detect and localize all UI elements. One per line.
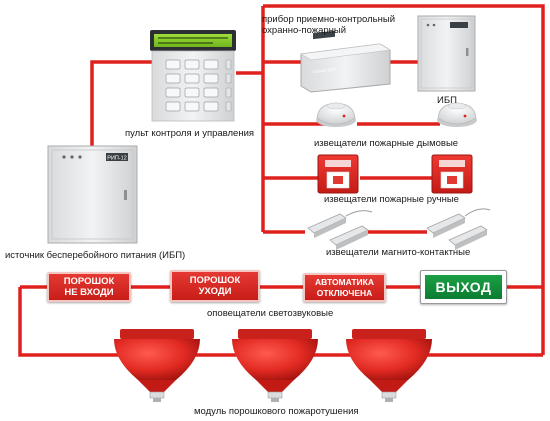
sign-exit-text: ВЫХОД (425, 275, 502, 299)
sign-3-line-1: АВТОМАТИКА (315, 276, 374, 287)
control-keypad (150, 30, 236, 122)
keypad-key (165, 73, 181, 84)
keypad-keys (165, 59, 232, 112)
keypad-key (165, 101, 181, 112)
sign-2-line-1: ПОРОШОК (189, 275, 241, 286)
panel-plate-text: Сигнал-20П (312, 67, 335, 74)
keypad-key (184, 73, 200, 84)
keypad-key (184, 59, 200, 70)
sign-exit: ВЫХОД (420, 270, 507, 304)
sign-automation-off: АВТОМАТИКА ОТКЛЮЧЕНА (303, 273, 386, 302)
smoke-detector-1 (316, 102, 356, 127)
keypad-key (203, 73, 219, 84)
powder-module-2 (232, 329, 318, 402)
ups-plate-text: РИП-12 (107, 156, 127, 162)
smoke-detector-2 (437, 102, 477, 127)
keypad-side-key (225, 101, 232, 112)
control-panel-device: Сигнал-20П (300, 30, 391, 93)
manual-call-points-label: извещатели пожарные ручные (324, 194, 459, 205)
smoke-detectors-label: извещатели пожарные дымовые (314, 138, 459, 149)
magnetic-contact-1 (307, 210, 373, 250)
keypad-key (203, 87, 219, 98)
ups-left-label: источник бесперебойного питания (ИБП) (5, 250, 186, 261)
powder-module-3 (346, 329, 432, 402)
sign-1-line-2: НЕ ВХОДИ (64, 287, 114, 298)
keypad-key (184, 101, 200, 112)
modules-label: модуль порошкового пожаротушения (194, 406, 359, 417)
panel-label: прибор приемно-контрольный охранно-пожар… (262, 14, 395, 36)
keypad-key (203, 59, 219, 70)
ups-right-label: ИБП (437, 95, 457, 106)
keypad-side-key (225, 59, 232, 70)
powder-module-1 (114, 329, 200, 402)
ups-cabinet-right (417, 15, 476, 92)
manual-call-point-1 (317, 154, 359, 194)
manual-call-point-2 (431, 154, 473, 194)
keypad-side-key (225, 87, 232, 98)
keypad-side-key (225, 73, 232, 84)
sign-3-line-2: ОТКЛЮЧЕНА (316, 287, 373, 298)
keypad-key (165, 87, 181, 98)
sign-2-line-2: УХОДИ (198, 286, 232, 297)
sign-powder-do-not-enter: ПОРОШОК НЕ ВХОДИ (47, 272, 131, 302)
alarms-label: оповещатели светозвуковые (207, 308, 334, 319)
sign-1-line-1: ПОРОШОК (63, 276, 115, 287)
sign-powder-leave: ПОРОШОК УХОДИ (170, 270, 260, 302)
magnetic-contacts-label: извещатели магнито-контактные (326, 247, 471, 258)
magnetic-contact-2 (426, 208, 491, 250)
keypad-key (203, 101, 219, 112)
keypad-key (165, 59, 181, 70)
wiring (18, 4, 545, 357)
keypad-key (184, 87, 200, 98)
control-label: пульт контроля и управления (125, 128, 255, 139)
ups-cabinet-left: РИП-12 (47, 145, 138, 244)
